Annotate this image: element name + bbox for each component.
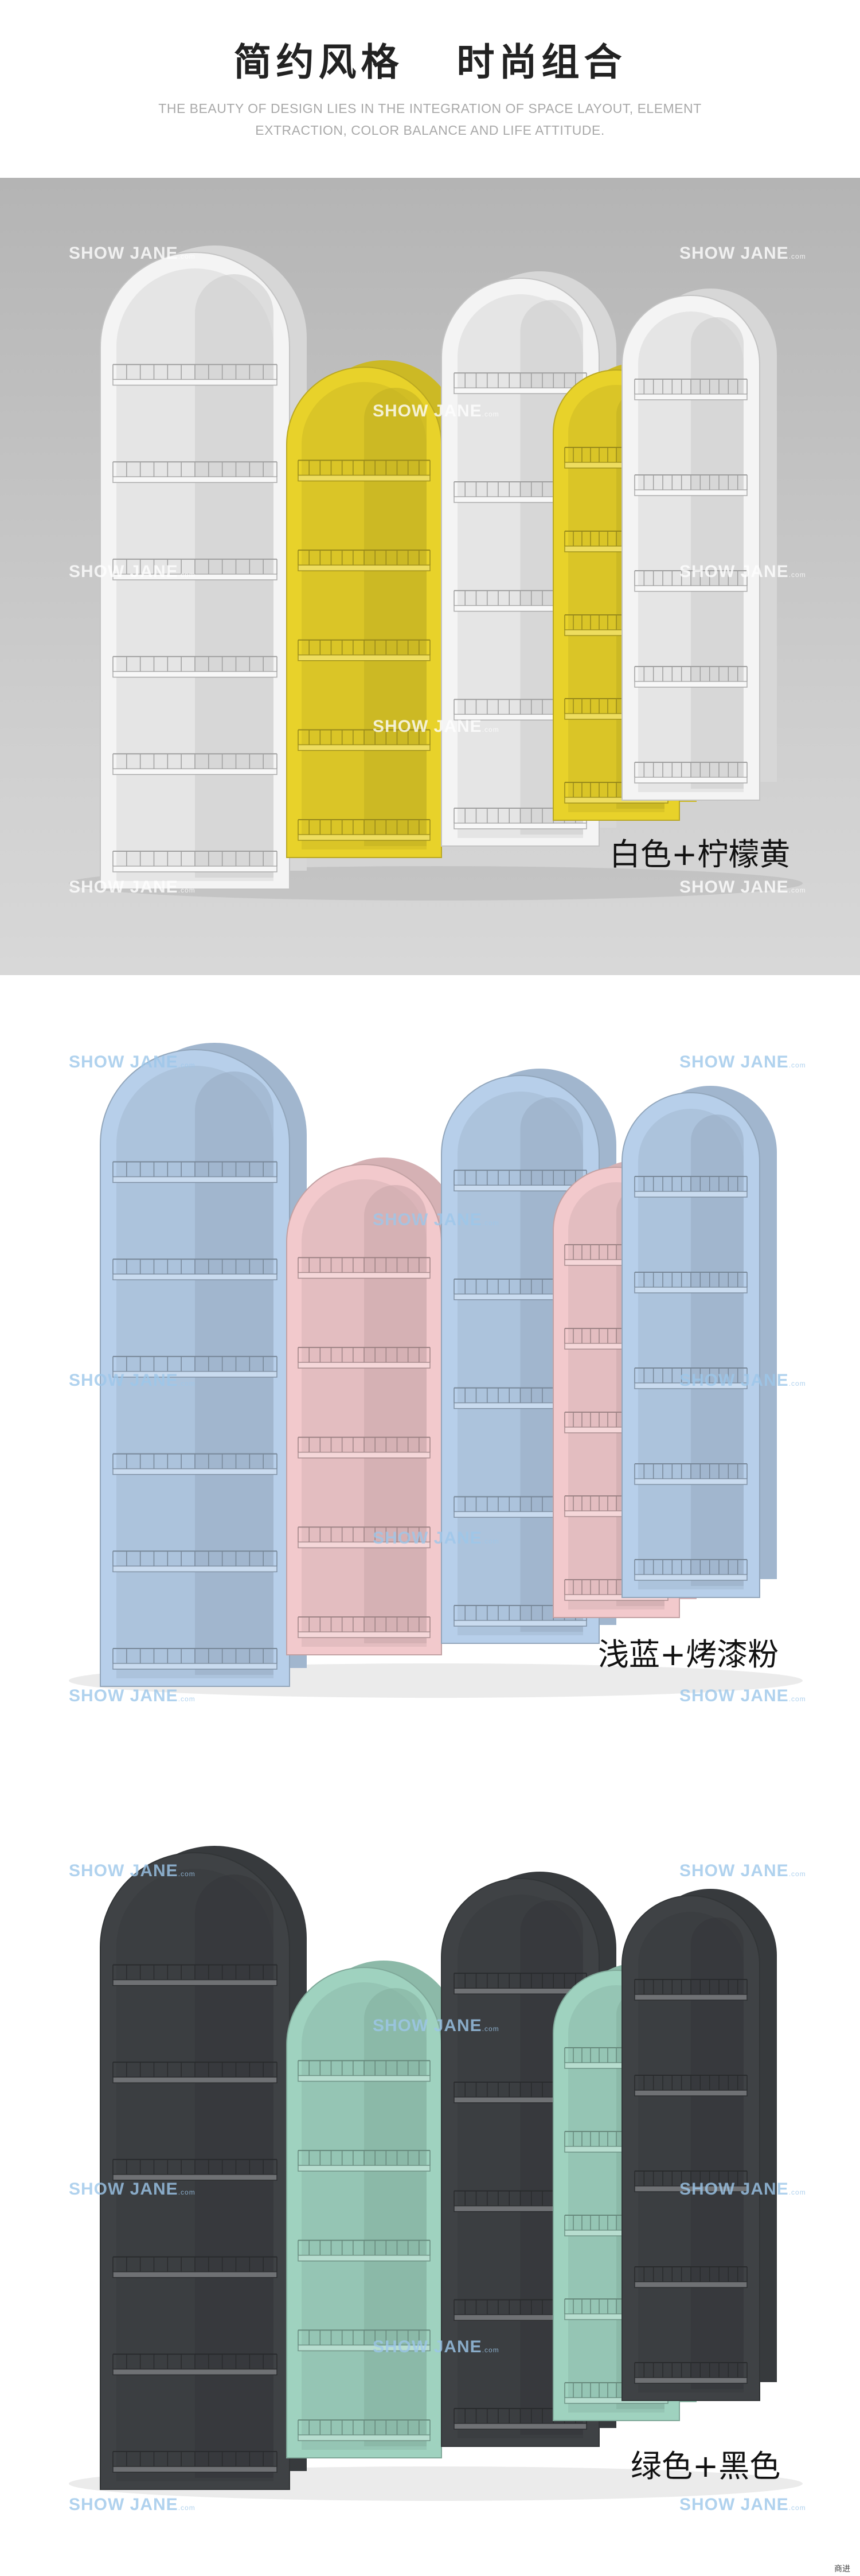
- page-header: 简约风格 时尚组合 THE BEAUTY OF DESIGN LIES IN T…: [0, 0, 860, 178]
- watermark-logo: SHOW JANE.com: [373, 402, 499, 420]
- shelf-unit-5: [621, 289, 777, 801]
- watermark-logo: SHOW JANE.com: [679, 2180, 806, 2199]
- subtitle-line-2: EXTRACTION, COLOR BALANCE AND LIFE ATTIT…: [255, 123, 605, 138]
- product-panel-blue-pink: 浅蓝+烤漆粉: [0, 975, 860, 1778]
- product-panel-green-black: 绿色+黑色: [0, 1778, 860, 2576]
- shelf-illustration: [0, 1778, 860, 2576]
- shelf-unit-1: [100, 1043, 307, 1687]
- watermark-logo: SHOW JANE.com: [373, 2337, 499, 2356]
- watermark-logo: SHOW JANE.com: [69, 244, 196, 263]
- watermark-logo: SHOW JANE.com: [679, 244, 806, 263]
- watermark-logo: SHOW JANE.com: [69, 878, 196, 897]
- watermark-logo: SHOW JANE.com: [69, 1861, 196, 1880]
- shelf-illustration: [0, 975, 860, 1778]
- watermark-logo: SHOW JANE.com: [679, 1371, 806, 1390]
- watermark-logo: SHOW JANE.com: [69, 1371, 196, 1390]
- watermark-logo: SHOW JANE.com: [69, 1053, 196, 1071]
- product-panel-white-yellow: 白色+柠檬黄: [0, 178, 860, 975]
- watermark-logo: SHOW JANE.com: [373, 1210, 499, 1229]
- watermark-logo: SHOW JANE.com: [373, 717, 499, 736]
- watermark-logo: SHOW JANE.com: [69, 2495, 196, 2514]
- shelf-unit-1: [100, 245, 307, 890]
- shelf-unit-2: [286, 1961, 459, 2458]
- subtitle-line-1: THE BEAUTY OF DESIGN LIES IN THE INTEGRA…: [158, 101, 702, 116]
- watermark-logo: SHOW JANE.com: [69, 1686, 196, 1705]
- watermark-logo: SHOW JANE.com: [679, 1861, 806, 1880]
- watermark-logo: SHOW JANE.com: [679, 2495, 806, 2514]
- shelf-unit-5: [621, 1889, 777, 2401]
- page-title: 简约风格 时尚组合: [233, 40, 627, 84]
- color-caption: 白色+柠檬黄: [609, 836, 791, 872]
- watermark-logo: SHOW JANE.com: [679, 1053, 806, 1071]
- watermark-logo: SHOW JANE.com: [679, 878, 806, 897]
- watermark-logo: SHOW JANE.com: [679, 1686, 806, 1705]
- color-caption: 浅蓝+烤漆粉: [598, 1636, 779, 1673]
- page-subtitle: THE BEAUTY OF DESIGN LIES IN THE INTEGRA…: [0, 98, 860, 141]
- shelf-unit-2: [286, 360, 459, 858]
- watermark-logo: SHOW JANE.com: [373, 1529, 499, 1548]
- shelf-unit-2: [286, 1158, 459, 1655]
- shelf-unit-5: [621, 1086, 777, 1598]
- color-caption: 绿色+黑色: [631, 2448, 781, 2484]
- shelf-unit-1: [100, 1846, 307, 2490]
- watermark-logo: SHOW JANE.com: [679, 562, 806, 581]
- watermark-logo: SHOW JANE.com: [69, 2180, 196, 2199]
- shelf-illustration: [0, 178, 860, 975]
- corner-label: 商进: [834, 2565, 850, 2574]
- watermark-logo: SHOW JANE.com: [373, 2016, 499, 2035]
- watermark-logo: SHOW JANE.com: [69, 562, 196, 581]
